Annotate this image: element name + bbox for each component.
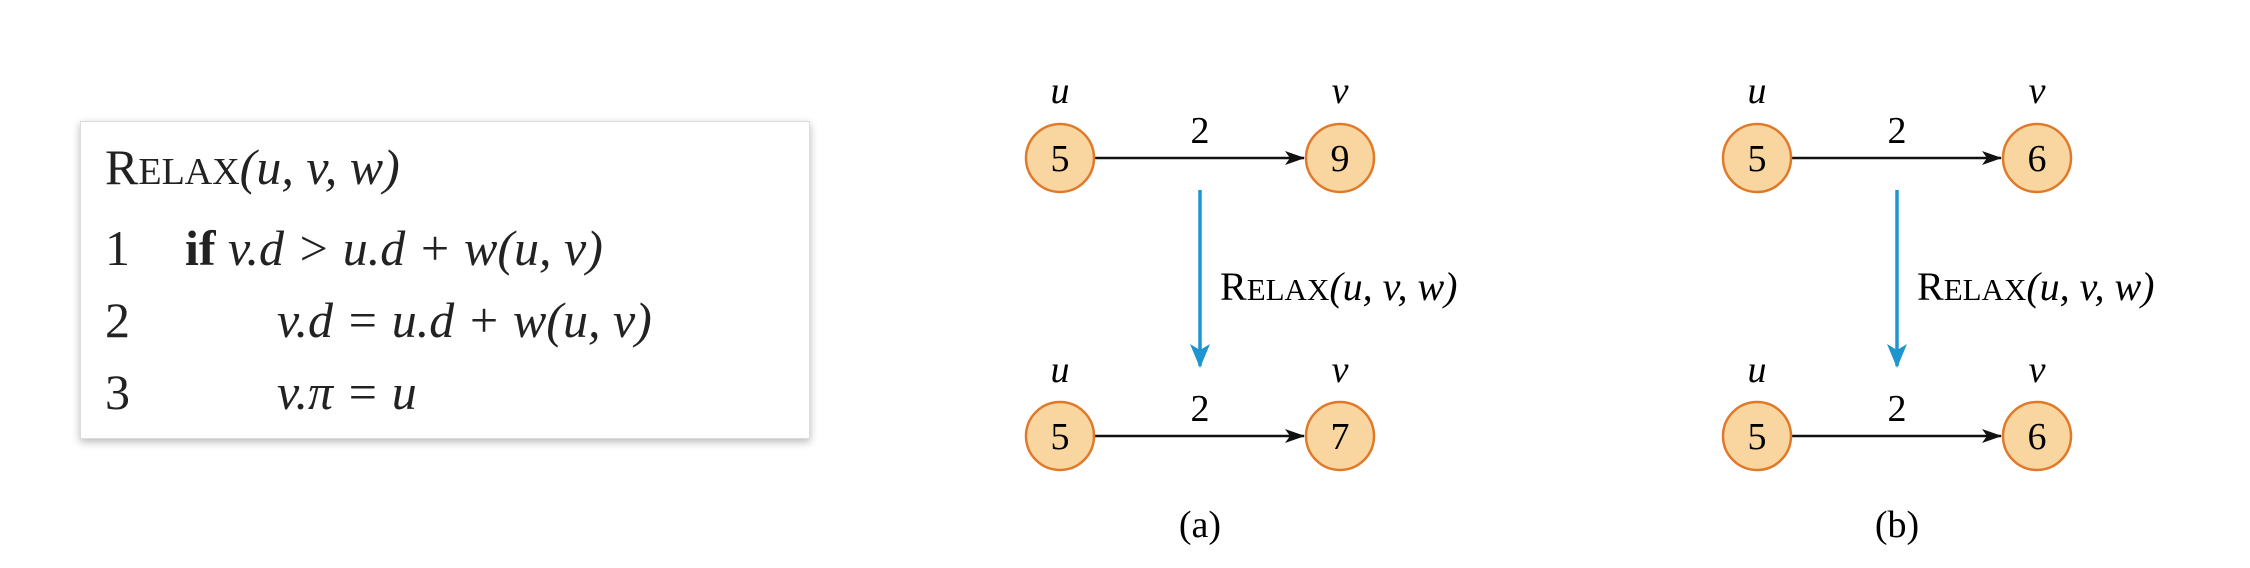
node-v-label: v — [1332, 349, 1349, 391]
panel-b-before: u v 2 5 6 — [1721, 70, 2073, 194]
node-v-value: 9 — [1331, 138, 1350, 180]
line-number: 2 — [105, 292, 130, 348]
node-v-label: v — [2029, 70, 2046, 112]
relax-pseudocode-box: RELAX(u, v, w) 1 if v.d > u.d + w(u, v) 2… — [80, 121, 810, 439]
edge-weight: 2 — [1191, 388, 1210, 430]
panel-b-after: u v 2 5 6 — [1721, 349, 2073, 472]
node-u-value: 5 — [1051, 138, 1070, 180]
panel-caption: (b) — [1875, 504, 1919, 546]
line-number: 1 — [105, 220, 130, 276]
code-text: v.π = u — [277, 364, 417, 420]
edge-weight: 2 — [1191, 110, 1210, 152]
node-u — [1024, 400, 1096, 472]
title-smallcaps: ELAX — [138, 151, 240, 193]
node-u-label: u — [1748, 349, 1767, 391]
node-v-label: v — [1332, 70, 1349, 112]
node-v — [1304, 122, 1376, 194]
line-number: 3 — [105, 364, 130, 420]
node-v — [1304, 400, 1376, 472]
node-u-label: u — [1051, 70, 1070, 112]
panel-a-after: u v 2 5 7 — [1024, 349, 1376, 472]
node-v-label: v — [2029, 349, 2046, 391]
edge-weight: 2 — [1888, 388, 1907, 430]
node-u — [1721, 400, 1793, 472]
node-v — [2001, 400, 2073, 472]
title-initial: R — [105, 139, 139, 195]
keyword-if: if — [185, 220, 216, 276]
relax-operation-label: RELAX(u, v, w) — [1220, 264, 1457, 309]
code-line-2: 2 v.d = u.d + w(u, v) — [105, 295, 652, 345]
panel-a: u v 2 5 9 RELAX(u, v, w) u v 2 5 7 (a) — [1024, 70, 1457, 546]
node-u — [1721, 122, 1793, 194]
node-u-value: 5 — [1748, 138, 1767, 180]
node-u-label: u — [1051, 349, 1070, 391]
title-args: (u, v, w) — [239, 139, 400, 195]
node-v-value: 6 — [2028, 416, 2047, 458]
node-u — [1024, 122, 1096, 194]
node-u-label: u — [1748, 70, 1767, 112]
node-u-value: 5 — [1748, 416, 1767, 458]
node-v — [2001, 122, 2073, 194]
panel-b: u v 2 5 6 RELAX(u, v, w) u v 2 5 6 (b) — [1721, 70, 2154, 546]
code-text: v.d > u.d + w(u, v) — [228, 220, 603, 276]
procedure-title: RELAX(u, v, w) — [105, 142, 400, 192]
code-line-3: 3 v.π = u — [105, 367, 417, 417]
relax-operation-label: RELAX(u, v, w) — [1917, 264, 2154, 309]
node-u-value: 5 — [1051, 416, 1070, 458]
code-text: v.d = u.d + w(u, v) — [277, 292, 652, 348]
code-line-1: 1 if v.d > u.d + w(u, v) — [105, 223, 603, 273]
edge-weight: 2 — [1888, 110, 1907, 152]
node-v-value: 6 — [2028, 138, 2047, 180]
panel-a-before: u v 2 5 9 — [1024, 70, 1376, 194]
panel-caption: (a) — [1179, 504, 1221, 546]
node-v-value: 7 — [1331, 416, 1350, 458]
